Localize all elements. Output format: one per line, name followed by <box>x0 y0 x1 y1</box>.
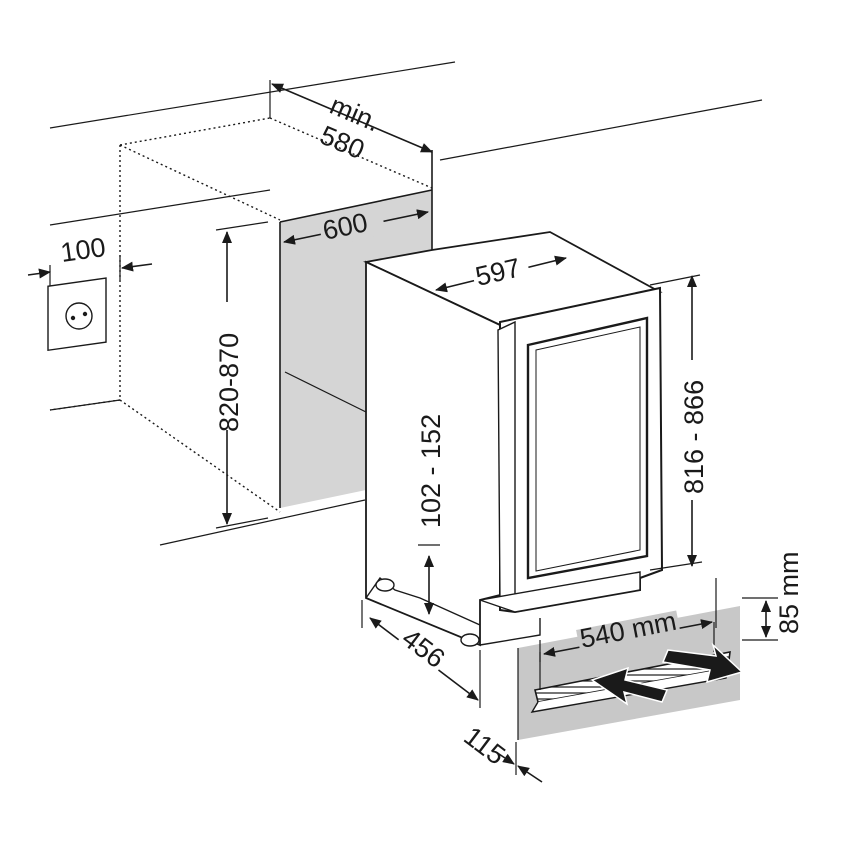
depth-dimension: min. 580 <box>269 80 433 165</box>
appliance-height-dimension: 816 - 866 <box>649 275 709 571</box>
arrow-in-icon <box>590 666 669 706</box>
arrow-out-icon <box>661 642 744 684</box>
appliance-height-value: 816 - 866 <box>679 380 709 494</box>
appliance-depth-value: 456 <box>396 623 450 674</box>
glass-panel <box>526 316 649 580</box>
niche-height-dimension: 820-870 <box>212 221 269 529</box>
plinth-height-value: 102 - 152 <box>416 414 446 528</box>
plinth-height-dimension: 102 - 152 <box>416 414 446 615</box>
wine-cooler <box>363 231 664 647</box>
niche-height-value: 820-870 <box>214 333 244 432</box>
niche-back-wall <box>280 190 432 508</box>
vent-height-value: 85 mm <box>774 551 804 634</box>
vent-height-dimension: 85 mm <box>742 551 804 641</box>
niche-outline <box>49 117 433 513</box>
vent-depth-value: 115 <box>458 721 510 771</box>
power-socket-icon <box>47 277 107 352</box>
foot-left <box>375 578 395 592</box>
foot-right <box>460 633 480 647</box>
socket-offset-value: 100 <box>59 232 108 268</box>
socket-dimension: 100 <box>27 232 153 290</box>
worktop-lines <box>49 61 763 546</box>
